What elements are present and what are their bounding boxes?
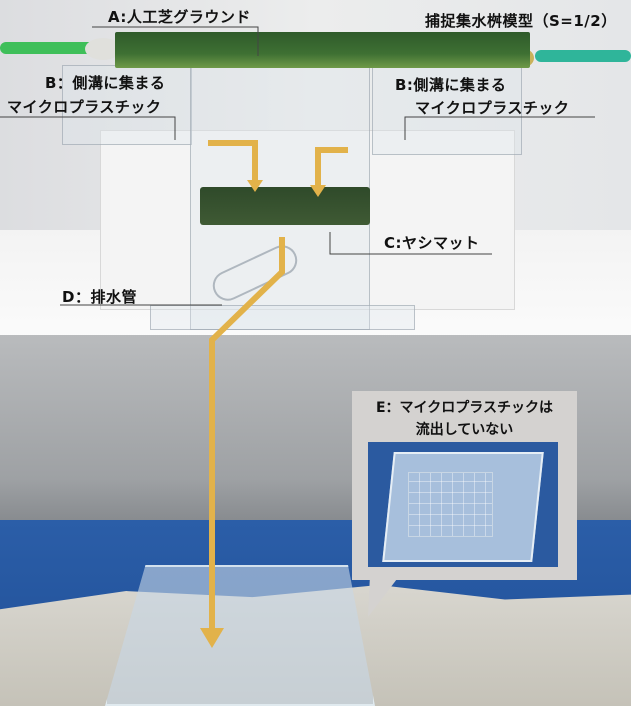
label-c: C:ヤシマット [384,234,480,252]
label-b-right-line1: B:側溝に集まる [395,76,507,94]
callout-e: E：マイクロプラスチックは 流出していない [352,391,577,580]
left-hose [0,42,95,54]
artificial-turf [115,32,530,68]
coconut-mat [200,187,370,225]
arrowhead-drain [200,628,224,648]
base-plate [150,305,415,330]
figure-title: 捕捉集水桝模型（S=1/2） [425,12,617,30]
leader-b-left [0,116,176,140]
left-nozzle [85,38,121,60]
callout-pointer [368,575,400,617]
label-b-left-line2: マイクロプラスチック [7,98,162,116]
label-b-left-line1: B：側溝に集まる [45,74,166,92]
leader-c [329,232,492,255]
flow-arrow-right [315,147,348,185]
label-d: D：排水管 [62,288,137,306]
flow-arrow-drain [209,237,285,630]
leader-a [92,26,259,56]
bin-inset-photo [368,442,558,567]
arrowhead-left [247,180,263,192]
left-gutter [62,65,192,145]
label-e-line2: 流出していない [415,422,514,438]
arrowhead-right [310,185,326,197]
collection-bin [105,565,375,706]
label-a: A:人工芝グラウンド [108,8,251,26]
label-e-line1: E：マイクロプラスチックは [375,400,553,416]
flow-arrow-left [208,140,258,180]
label-b-right-line2: マイクロプラスチック [415,99,570,117]
leader-b-right [404,116,595,140]
tray-bottom-grid [408,472,493,537]
right-hose [535,50,631,62]
